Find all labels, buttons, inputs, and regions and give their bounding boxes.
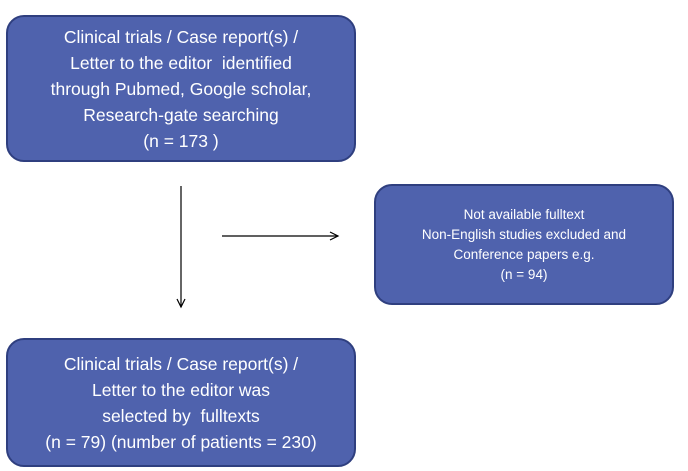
excluded-line-2: Non-English studies excluded and — [421, 226, 627, 242]
selected-line-2: Letter to the editor was — [91, 379, 271, 400]
selected-count: (n = 79) (number of patients = 230) — [45, 431, 317, 452]
right-arrow — [222, 231, 340, 241]
excluded-line-1: Not available fulltext — [463, 206, 585, 222]
down-arrow — [176, 186, 186, 309]
excluded-count: (n = 94) — [500, 266, 548, 282]
identified-records-box: Clinical trials / Case report(s) / Lette… — [6, 15, 356, 162]
selected-line-1: Clinical trials / Case report(s) / — [63, 353, 299, 374]
selected-line-3: selected by fulltexts — [102, 405, 260, 426]
selected-records-box: Clinical trials / Case report(s) / Lette… — [6, 338, 356, 467]
identified-line-1: Clinical trials / Case report(s) / — [63, 26, 299, 47]
excluded-line-3: Conference papers e.g. — [453, 246, 595, 262]
identified-line-3: through Pubmed, Google scholar, — [50, 78, 312, 99]
excluded-records-box: Not available fulltext Non-English studi… — [374, 184, 674, 305]
identified-line-2: Letter to the editor identified — [70, 52, 292, 73]
identified-count: (n = 173 ) — [143, 130, 219, 151]
identified-line-4: Research-gate searching — [83, 104, 279, 125]
